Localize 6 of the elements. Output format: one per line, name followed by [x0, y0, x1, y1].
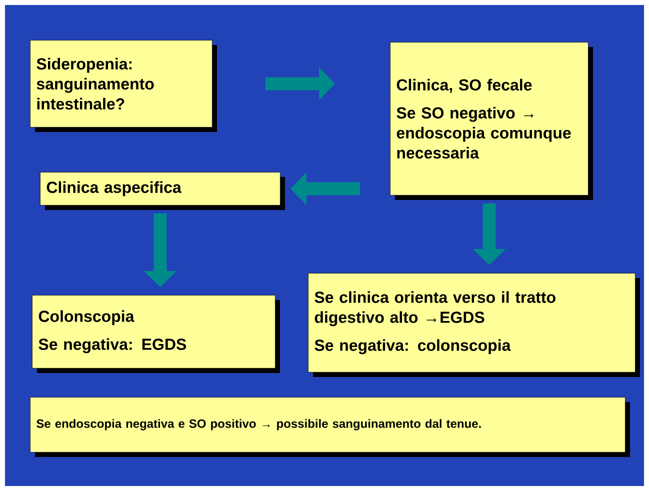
text-box: Clinica aspecifica	[40, 172, 285, 210]
text-box: Colonscopia Se negativa: EGDS	[32, 295, 280, 373]
text-box: Se endoscopia negativa e SO positivo → possibile sanguinamento dal tenue.	[30, 397, 630, 457]
text-box: Clinica, SO fecale Se SO negativo → endoscopia comunque necessaria	[390, 42, 593, 200]
text-box: Sideropenia: sanguinamento intestinale?	[30, 40, 217, 132]
text-box: Se clinica orienta verso il tratto digestivo alto →EGDS Se negativa: colonscopia	[308, 273, 640, 377]
